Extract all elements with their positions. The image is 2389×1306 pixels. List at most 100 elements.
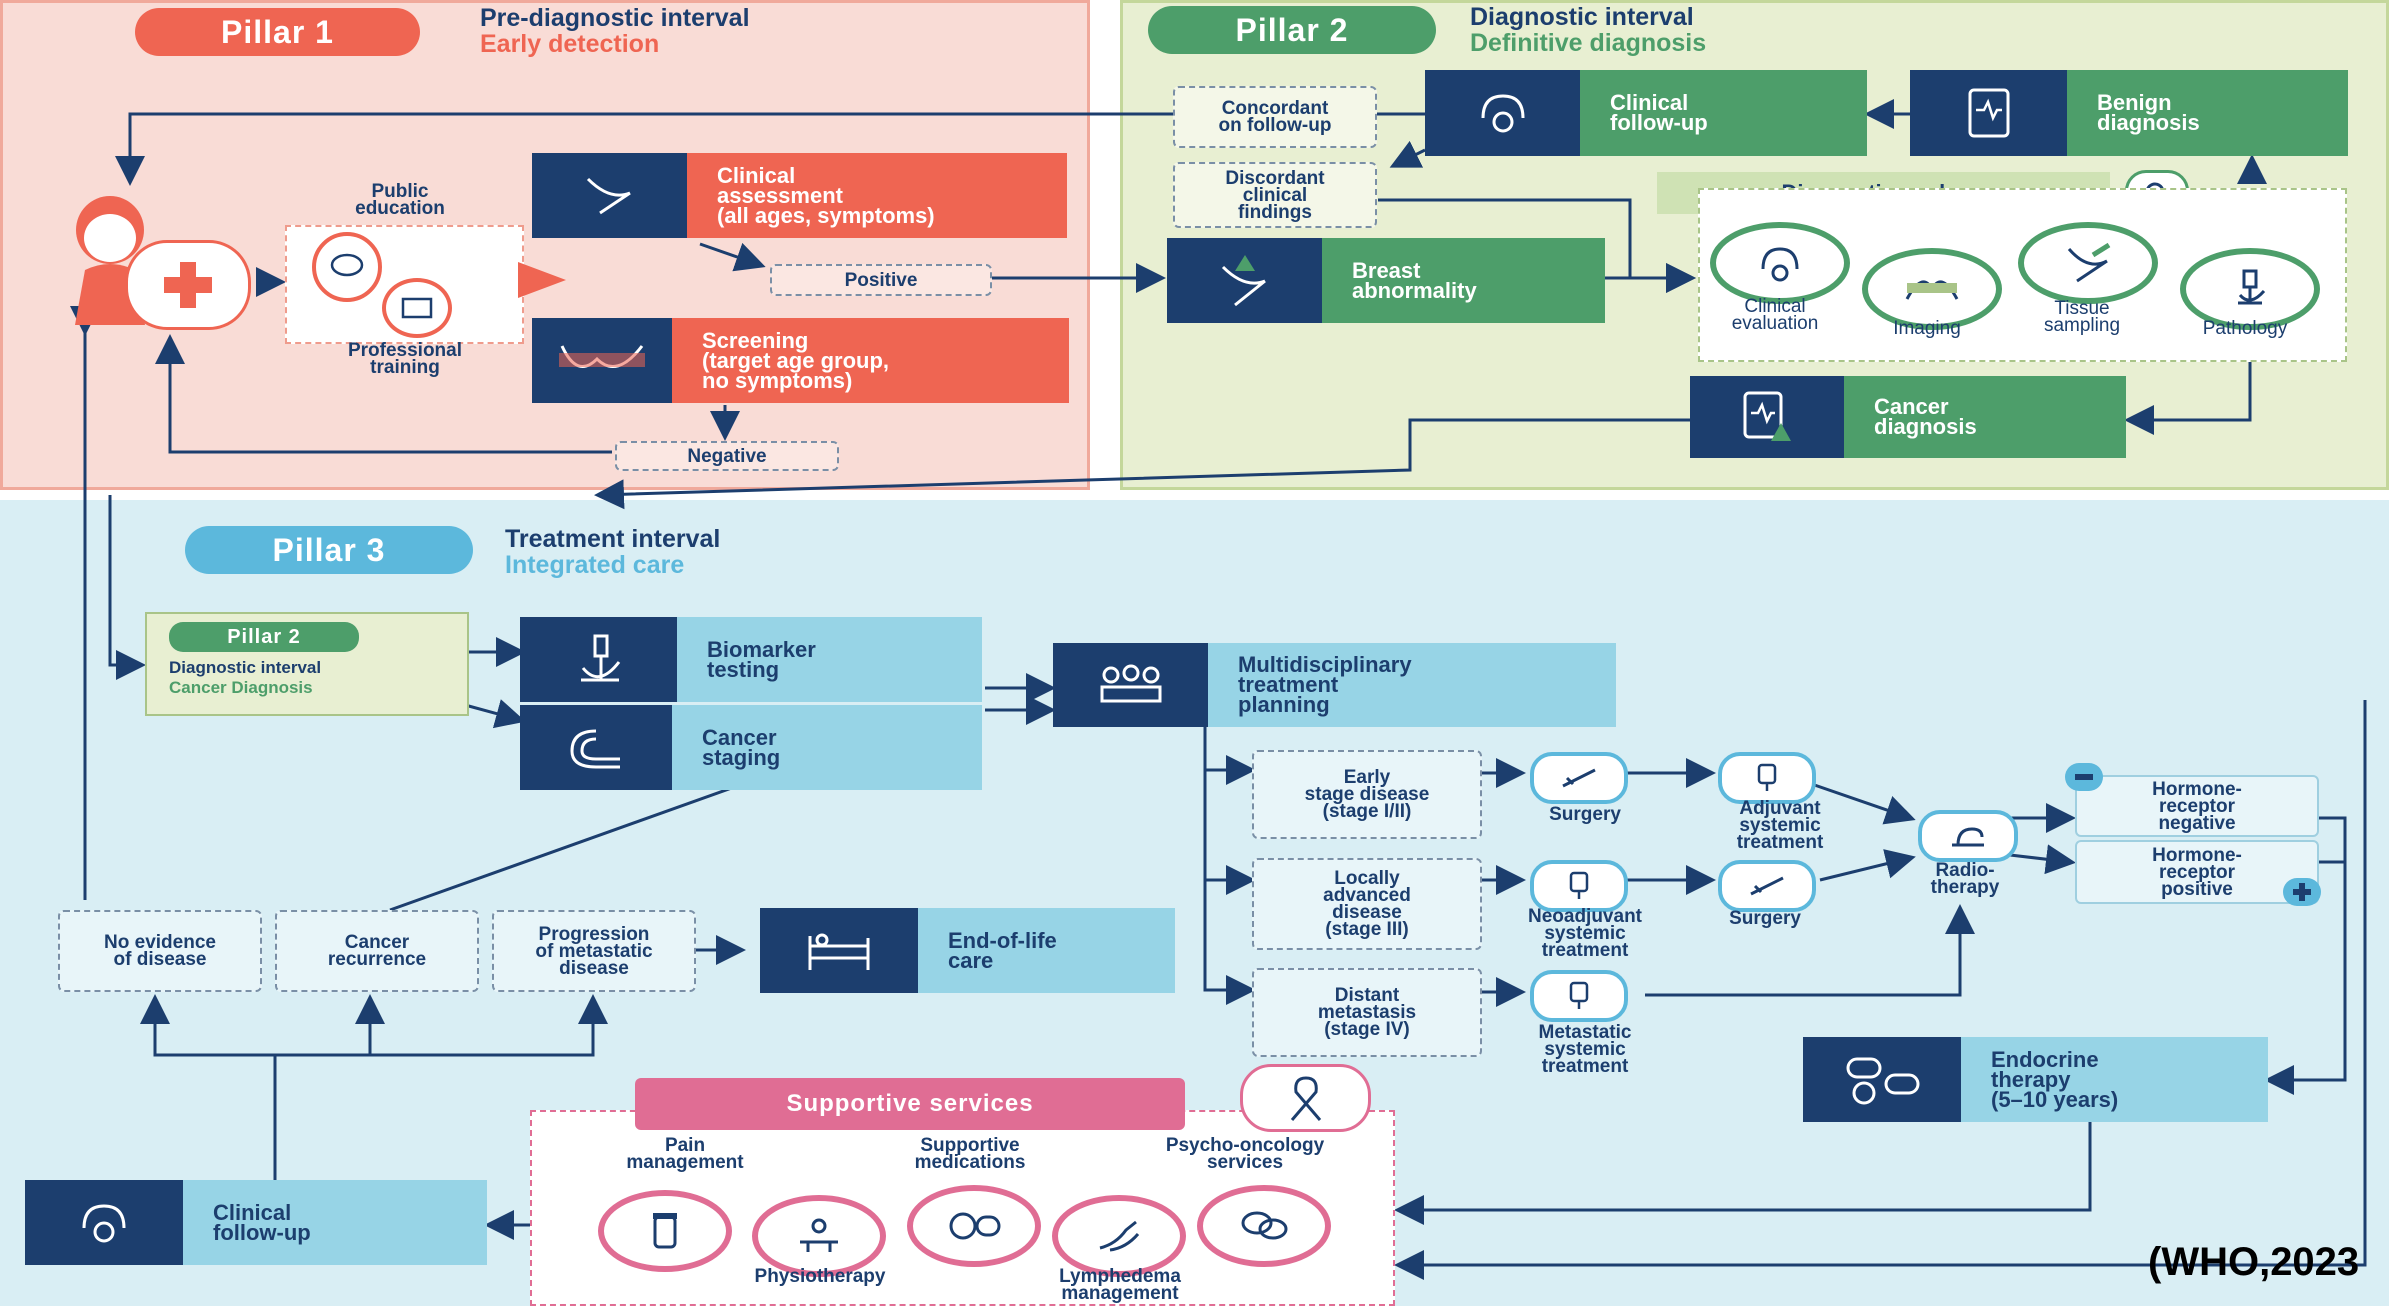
stethoscope-icon bbox=[25, 1180, 183, 1265]
pillar3-badge: Pillar 3 bbox=[185, 526, 473, 574]
hr-positive-tag: Hormone- receptor positive bbox=[2075, 840, 2319, 904]
lymphedema-icon bbox=[1052, 1195, 1186, 1277]
microscope-icon bbox=[520, 617, 677, 702]
neoadjuvant-label: Neoadjuvant systemic treatment bbox=[1527, 906, 1643, 961]
metastatic-treatment-icon bbox=[1530, 970, 1628, 1022]
imaging-icon bbox=[1862, 248, 2002, 330]
positive-tag: Positive bbox=[770, 264, 992, 296]
clinical-follow-up-label-p2: Clinical follow-up bbox=[1580, 70, 1867, 156]
physiotherapy-icon bbox=[752, 1195, 886, 1277]
surgery-icon bbox=[1718, 860, 1816, 912]
screening-label: Screening (target age group, no symptoms… bbox=[672, 318, 1069, 403]
discordant-tag: Discordant clinical findings bbox=[1173, 162, 1377, 228]
breast-screening-icon bbox=[532, 318, 672, 403]
clinical-follow-up-box-p2: Clinical follow-up bbox=[1425, 70, 1867, 156]
pillar1-subtitle: Early detection bbox=[480, 30, 660, 58]
breast-icon bbox=[532, 153, 687, 238]
adjuvant-label: Adjuvant systemic treatment bbox=[1736, 798, 1824, 853]
plus-icon bbox=[2283, 878, 2321, 906]
workup-item-label: Pathology bbox=[2202, 318, 2288, 339]
clinical-evaluation-icon bbox=[1710, 222, 1850, 304]
pills-icon bbox=[1803, 1037, 1961, 1122]
physio-label: Physiotherapy bbox=[754, 1266, 886, 1287]
breast-abnormality-label: Breast abnormality bbox=[1322, 238, 1605, 323]
adjuvant-icon bbox=[1718, 752, 1816, 804]
report-icon bbox=[1910, 70, 2067, 156]
negative-tag: Negative bbox=[615, 441, 839, 471]
early-stage-tag: Early stage disease (stage I/II) bbox=[1252, 750, 1482, 839]
end-of-life-box: End-of-life care bbox=[760, 908, 1175, 993]
radiotherapy-icon bbox=[1918, 810, 2018, 862]
workup-item-label: Tissue sampling bbox=[2043, 298, 2121, 336]
medical-cross-icon bbox=[125, 240, 251, 330]
staging-label: Cancer staging bbox=[672, 705, 982, 790]
clinical-follow-up-label-p3: Clinical follow-up bbox=[183, 1180, 487, 1265]
pillar2-title: Diagnostic interval Definitive diagnosis bbox=[1470, 4, 1706, 56]
locally-advanced-tag: Locally advanced disease (stage III) bbox=[1252, 858, 1482, 950]
biomarker-label: Biomarker testing bbox=[677, 617, 982, 702]
cancer-diagnosis-label: Cancer diagnosis bbox=[1844, 376, 2126, 458]
minus-icon bbox=[2065, 763, 2103, 791]
psycho-label: Psycho-oncology services bbox=[1165, 1135, 1325, 1173]
endocrine-label: Endocrine therapy (5–10 years) bbox=[1961, 1037, 2268, 1122]
concordant-tag: Concordant on follow-up bbox=[1173, 86, 1377, 148]
psycho-oncology-icon bbox=[1197, 1185, 1331, 1267]
supportive-title: Supportive services bbox=[635, 1078, 1185, 1130]
mdt-box: Multidisciplinary treatment planning bbox=[1053, 643, 1616, 727]
breast-abnormality-box: Breast abnormality bbox=[1167, 238, 1605, 323]
lymph-label: Lymphedema management bbox=[1059, 1266, 1181, 1304]
recurrence-tag: Cancer recurrence bbox=[275, 910, 479, 992]
radiotherapy-label: Radio- therapy bbox=[1930, 860, 2000, 898]
triangle-arrow-icon bbox=[518, 262, 566, 298]
pain-label: Pain management bbox=[626, 1135, 744, 1173]
surgery-1-label: Surgery bbox=[1549, 804, 1621, 825]
workup-item-label: Imaging bbox=[1893, 318, 1961, 339]
progression-tag: Progression of metastatic disease bbox=[492, 910, 696, 992]
scan-icon bbox=[520, 705, 672, 790]
person-icon bbox=[55, 190, 205, 330]
pillar2-reference-title: Diagnostic interval bbox=[169, 658, 322, 677]
stethoscope-icon bbox=[1425, 70, 1580, 156]
benign-diagnosis-label: Benign diagnosis bbox=[2067, 70, 2348, 156]
clinical-assessment-box: Clinical assessment (all ages, symptoms) bbox=[532, 153, 1067, 238]
pillar2-reference-box: Pillar 2 Diagnostic interval Cancer Diag… bbox=[145, 612, 469, 716]
pillar3-subtitle: Integrated care bbox=[505, 551, 685, 579]
pathology-icon bbox=[2180, 248, 2320, 330]
tissue-sampling-icon bbox=[2018, 222, 2158, 304]
professional-training-label: Professional training bbox=[347, 340, 463, 378]
distant-metastasis-tag: Distant metastasis (stage IV) bbox=[1252, 968, 1482, 1057]
pillar2-badge: Pillar 2 bbox=[1148, 6, 1436, 54]
clinical-follow-up-box-p3: Clinical follow-up bbox=[25, 1180, 487, 1265]
report-alert-icon bbox=[1690, 376, 1844, 458]
hr-negative-tag: Hormone- receptor negative bbox=[2075, 775, 2319, 837]
bed-icon bbox=[760, 908, 918, 993]
medications-icon bbox=[907, 1185, 1041, 1267]
medications-label: Supportive medications bbox=[914, 1135, 1026, 1173]
public-education-label: Public education bbox=[355, 181, 445, 219]
staging-box: Cancer staging bbox=[520, 705, 982, 790]
neoadjuvant-icon bbox=[1530, 860, 1628, 912]
ribbon-icon bbox=[1240, 1064, 1371, 1132]
pillar2-reference-sub: Cancer Diagnosis bbox=[169, 678, 313, 697]
breast-alert-icon bbox=[1167, 238, 1322, 323]
surgery-2-label: Surgery bbox=[1729, 908, 1801, 929]
training-icon bbox=[382, 278, 452, 338]
mdt-label: Multidisciplinary treatment planning bbox=[1208, 643, 1616, 727]
pillar1-title: Pre-diagnostic interval Early detection bbox=[480, 5, 750, 57]
pillar3-title: Treatment interval Integrated care bbox=[505, 526, 720, 578]
pillar2-subtitle: Definitive diagnosis bbox=[1470, 29, 1707, 57]
pillar2-reference-badge: Pillar 2 bbox=[169, 622, 359, 652]
pillar1-badge: Pillar 1 bbox=[135, 8, 420, 56]
no-evidence-tag: No evidence of disease bbox=[58, 910, 262, 992]
workup-item-label: Clinical evaluation bbox=[1731, 296, 1819, 334]
benign-diagnosis-box: Benign diagnosis bbox=[1910, 70, 2348, 156]
team-icon bbox=[1053, 643, 1208, 727]
biomarker-box: Biomarker testing bbox=[520, 617, 982, 702]
cancer-diagnosis-box: Cancer diagnosis bbox=[1690, 376, 2126, 458]
end-of-life-label: End-of-life care bbox=[918, 908, 1175, 993]
pillar2-title-text: Diagnostic interval bbox=[1470, 3, 1694, 31]
pillar1-title-text: Pre-diagnostic interval bbox=[480, 4, 750, 32]
metastatic-treatment-label: Metastatic systemic treatment bbox=[1538, 1022, 1632, 1077]
screening-box: Screening (target age group, no symptoms… bbox=[532, 318, 1069, 403]
pillar3-title-text: Treatment interval bbox=[505, 525, 721, 553]
